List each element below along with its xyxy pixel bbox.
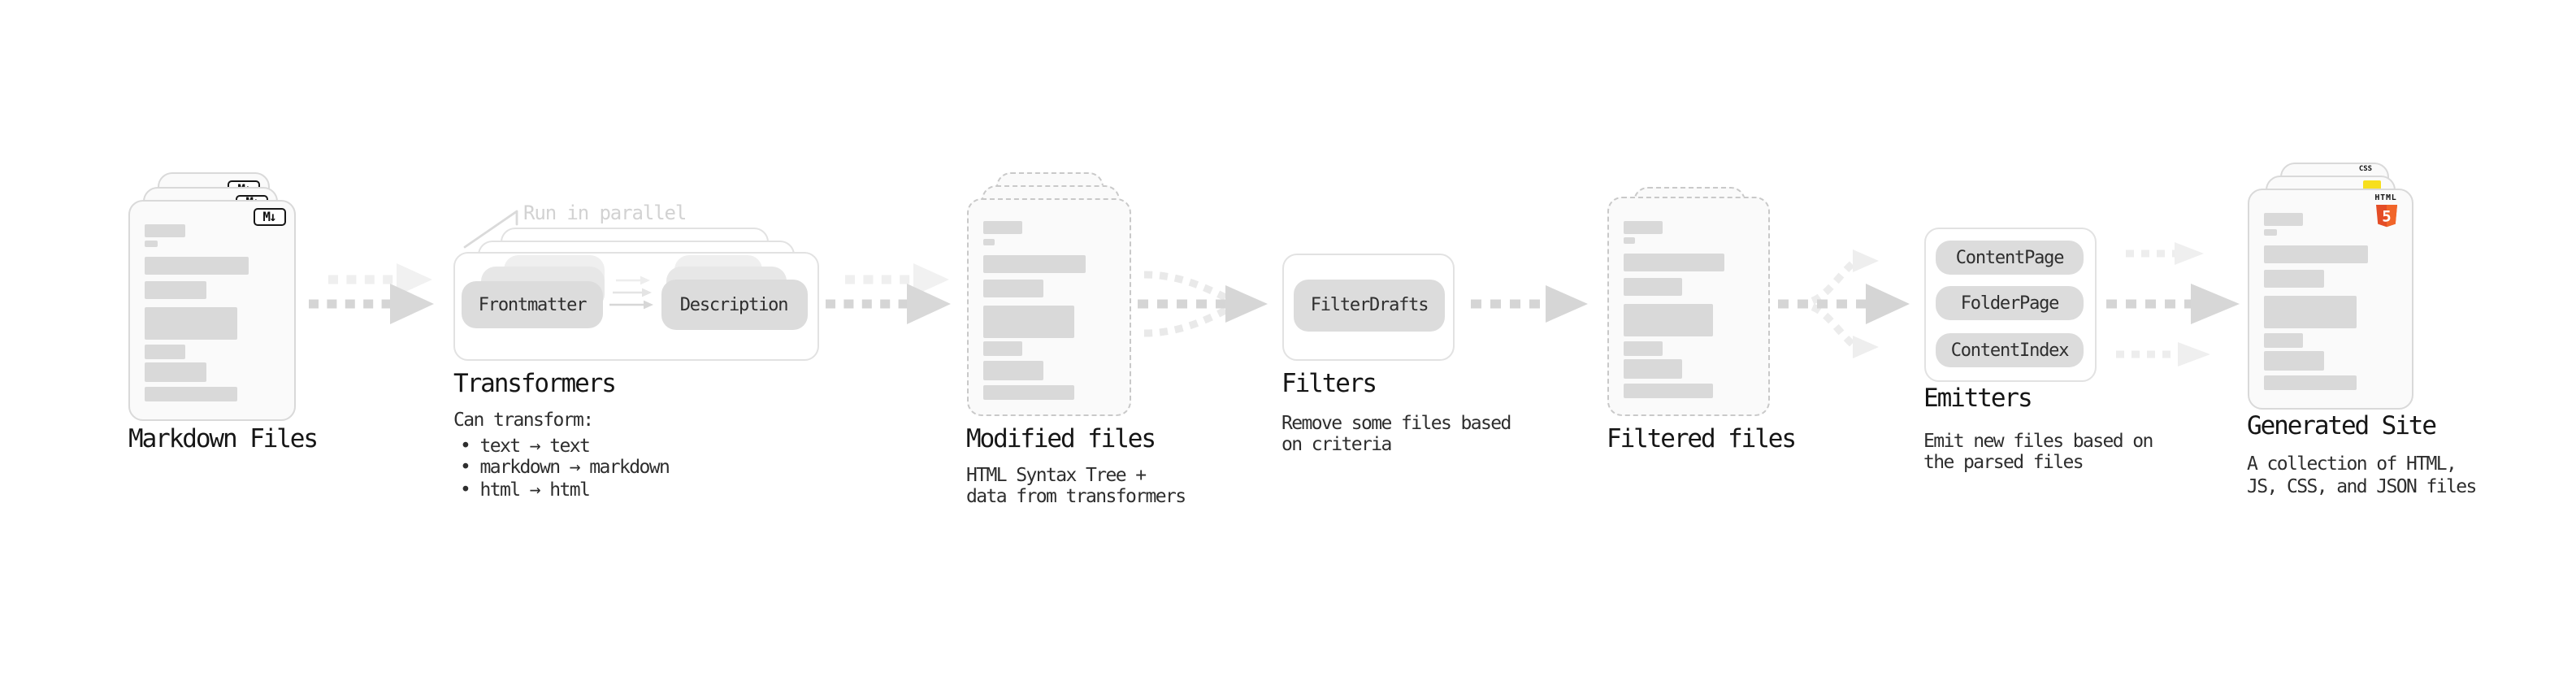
transformer-pill-frontmatter: Frontmatter bbox=[462, 280, 603, 327]
placeholder-text-bar bbox=[982, 254, 1086, 272]
desc-line: Emit new files based on bbox=[1923, 428, 2153, 451]
placeholder-text-lines bbox=[1623, 220, 1750, 398]
placeholder-text-bar bbox=[1623, 384, 1714, 398]
placeholder-text-bar bbox=[1623, 220, 1663, 233]
desc-line: the parsed files bbox=[1923, 449, 2084, 473]
flow-arrow-modified-to-filters-icon bbox=[1138, 271, 1268, 337]
markdown-file-card-front: M↓ bbox=[128, 200, 295, 420]
placeholder-text-bar bbox=[2263, 229, 2277, 236]
emitter-pill-contentindex: ContentIndex bbox=[1936, 332, 2084, 367]
modified-files-title: Modified files bbox=[966, 424, 1156, 453]
bullet-item: • markdown → markdown bbox=[460, 455, 670, 479]
css-badge-label: CSS bbox=[2358, 166, 2373, 174]
placeholder-text-lines bbox=[982, 221, 1112, 399]
bullet-item: • html → html bbox=[460, 477, 591, 501]
placeholder-text-bar bbox=[2263, 351, 2325, 371]
placeholder-text-bar bbox=[1623, 359, 1683, 379]
placeholder-text-bar bbox=[145, 241, 158, 247]
flow-arrow-markdown-to-transformers-icon bbox=[309, 263, 434, 324]
flow-arrow-transformers-to-modified-icon bbox=[826, 263, 951, 324]
markdown-files-label: Markdown Files bbox=[128, 424, 319, 453]
generated-site-desc: A collection of HTML, JS, CSS, and JSON … bbox=[2247, 452, 2477, 498]
emitters-desc: Emit new files based on the parsed files bbox=[1923, 428, 2153, 474]
desc-line: JS, CSS, and JSON files bbox=[2247, 474, 2477, 497]
transformers-title: Transformers bbox=[453, 368, 617, 397]
desc-line: HTML Syntax Tree + bbox=[966, 462, 1147, 485]
placeholder-text-bar bbox=[982, 238, 995, 245]
emitter-pill-folderpage: FolderPage bbox=[1936, 286, 2084, 320]
run-in-parallel-leader-line bbox=[463, 210, 518, 249]
placeholder-text-bar bbox=[1623, 237, 1636, 244]
parallel-arrows-icon bbox=[609, 275, 653, 310]
svg-text:5: 5 bbox=[2381, 206, 2390, 224]
transformer-pill-description: Description bbox=[661, 279, 807, 329]
placeholder-text-bar bbox=[1623, 254, 1725, 271]
placeholder-text-bar bbox=[145, 281, 206, 299]
desc-line: A collection of HTML, bbox=[2247, 452, 2457, 475]
placeholder-text-bar bbox=[145, 387, 238, 401]
filters-title: Filters bbox=[1281, 368, 1377, 397]
placeholder-text-bar bbox=[2263, 332, 2304, 347]
placeholder-text-lines bbox=[145, 223, 275, 401]
html5-badge-label: HTML bbox=[2374, 193, 2397, 202]
filter-pill-filterdrafts: FilterDrafts bbox=[1294, 279, 1445, 331]
run-in-parallel-note: Run in parallel bbox=[523, 201, 687, 223]
placeholder-text-bar bbox=[145, 362, 206, 382]
desc-line: on criteria bbox=[1281, 432, 1392, 456]
placeholder-text-bar bbox=[145, 223, 185, 236]
placeholder-text-bar bbox=[145, 344, 185, 358]
placeholder-text-lines bbox=[2263, 212, 2394, 390]
placeholder-text-bar bbox=[1623, 340, 1663, 355]
placeholder-text-bar bbox=[145, 257, 249, 275]
bullet-item: • text → text bbox=[460, 434, 591, 457]
markdown-badge-icon: M↓ bbox=[253, 208, 285, 226]
placeholder-text-bar bbox=[2263, 375, 2357, 390]
filtered-files-label: Filtered files bbox=[1607, 424, 1797, 453]
modified-files-desc: HTML Syntax Tree + data from transformer… bbox=[966, 462, 1186, 508]
flow-arrow-emitters-to-generated-icon bbox=[2106, 242, 2240, 367]
html5-badge-icon: HTML 5 bbox=[2366, 193, 2405, 233]
emitters-box: ContentPage FolderPage ContentIndex bbox=[1923, 227, 2096, 382]
placeholder-text-bar bbox=[982, 305, 1074, 337]
placeholder-text-bar bbox=[2263, 245, 2368, 263]
modified-file-card-front bbox=[966, 197, 1131, 416]
generated-site-title: Generated Site bbox=[2247, 410, 2437, 440]
filters-desc: Remove some files based on criteria bbox=[1281, 411, 1511, 457]
html5-shield-icon: 5 bbox=[2375, 204, 2396, 227]
placeholder-text-bar bbox=[1623, 304, 1714, 336]
placeholder-text-bar bbox=[982, 360, 1043, 380]
emitters-title: Emitters bbox=[1923, 383, 2033, 412]
placeholder-text-bar bbox=[982, 279, 1043, 297]
desc-line: data from transformers bbox=[966, 484, 1186, 507]
placeholder-text-bar bbox=[982, 341, 1023, 356]
flow-arrow-filters-to-filtered-icon bbox=[1471, 285, 1588, 323]
placeholder-text-bar bbox=[982, 384, 1074, 399]
placeholder-text-bar bbox=[2263, 296, 2357, 328]
transformers-desc: Can transform: bbox=[453, 408, 594, 431]
placeholder-text-bar bbox=[2263, 212, 2304, 225]
generated-file-card-front: HTML 5 bbox=[2247, 189, 2413, 409]
placeholder-text-bar bbox=[1623, 278, 1683, 296]
filtered-file-card-front bbox=[1607, 197, 1770, 415]
placeholder-text-bar bbox=[2263, 270, 2325, 288]
flow-arrow-filtered-to-emitters-icon bbox=[1778, 249, 1910, 358]
desc-line: Remove some files based bbox=[1281, 411, 1511, 434]
placeholder-text-bar bbox=[982, 221, 1023, 234]
placeholder-text-bar bbox=[145, 307, 238, 340]
transformers-bullet-list: • text → text • markdown → markdown • ht… bbox=[460, 434, 670, 501]
emitter-pill-contentpage: ContentPage bbox=[1936, 240, 2084, 274]
